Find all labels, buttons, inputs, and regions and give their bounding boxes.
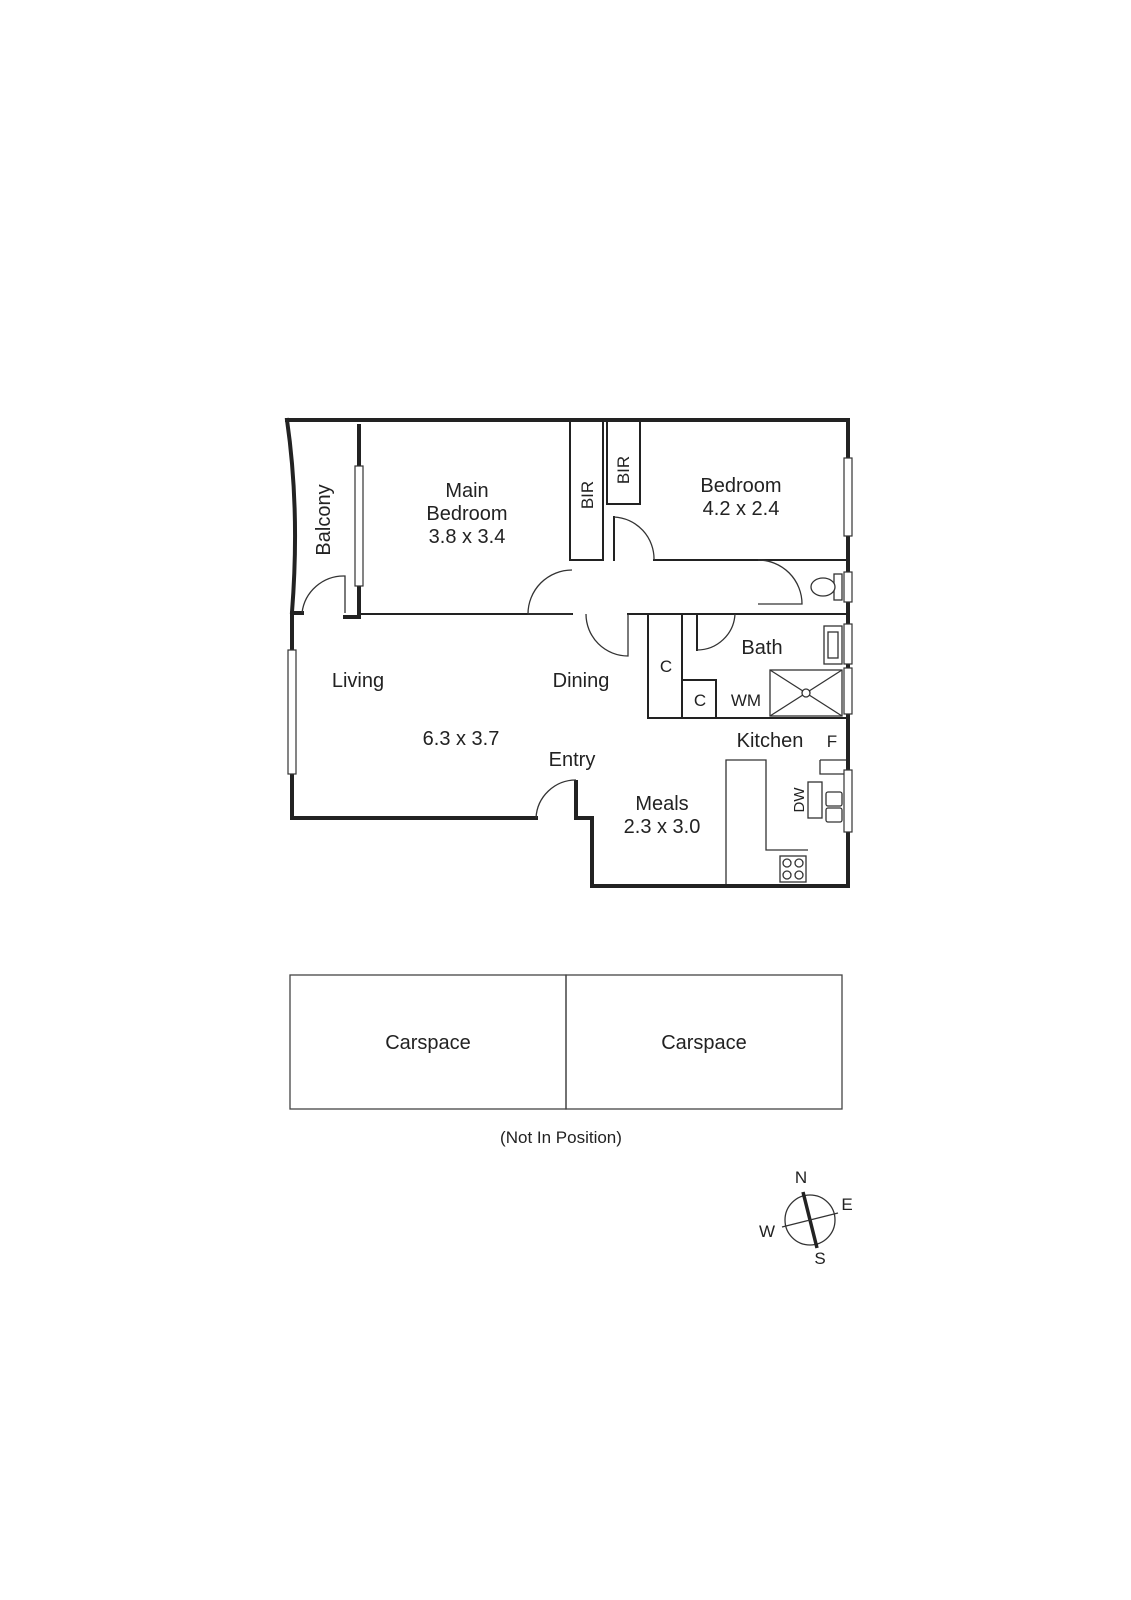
dining-label: Dining [553, 670, 610, 692]
main-bedroom-label-line2: Bedroom [426, 503, 507, 525]
main-bedroom-label-line1: Main [445, 480, 488, 502]
kitchen-label: Kitchen [737, 730, 804, 752]
cooktop-icon [779, 855, 807, 883]
living-dining-size: 6.3 x 3.7 [423, 728, 500, 750]
cupboard-label-2: C [694, 691, 706, 710]
balcony-label: Balcony [313, 484, 335, 555]
compass-south: S [814, 1249, 825, 1268]
vanity-icon [823, 625, 843, 665]
interior-walls [358, 421, 847, 719]
windows [287, 457, 853, 833]
meals-size: 2.3 x 3.0 [624, 816, 701, 838]
compass-west: W [759, 1222, 775, 1241]
bir-label-1: BIR [578, 481, 597, 509]
dishwasher-label: DW [791, 787, 808, 813]
toilet-icon [810, 573, 843, 601]
fridge-label: F [827, 732, 837, 751]
compass-north: N [795, 1168, 807, 1187]
entry-label: Entry [549, 749, 596, 771]
living-label: Living [332, 670, 384, 692]
main-bedroom-size: 3.8 x 3.4 [429, 526, 506, 548]
bedroom-size: 4.2 x 2.4 [703, 498, 780, 520]
meals-label: Meals [635, 793, 688, 815]
shower-icon [769, 669, 843, 717]
doors [301, 516, 803, 819]
sink-icon [825, 791, 843, 823]
carspace-2-label: Carspace [661, 1032, 747, 1054]
dishwasher-icon [807, 781, 823, 819]
bir-label-2: BIR [614, 456, 633, 484]
washing-machine-label: WM [731, 691, 761, 710]
carspaces: Carspace Carspace (Not In Position) [289, 974, 843, 1147]
bath-label: Bath [741, 637, 782, 659]
carspace-2 [565, 974, 843, 1110]
fixtures [725, 573, 846, 884]
compass-east: E [841, 1195, 852, 1214]
cupboard-label-1: C [660, 657, 672, 676]
carspace-note: (Not In Position) [500, 1128, 622, 1147]
kitchen-bench [725, 759, 846, 884]
bedroom-label: Bedroom [700, 475, 781, 497]
carspace-1-label: Carspace [385, 1032, 471, 1054]
room-labels: Balcony Main Bedroom 3.8 x 3.4 BIR BIR B… [313, 456, 837, 838]
compass-rose-icon: N E S W [759, 1168, 853, 1268]
